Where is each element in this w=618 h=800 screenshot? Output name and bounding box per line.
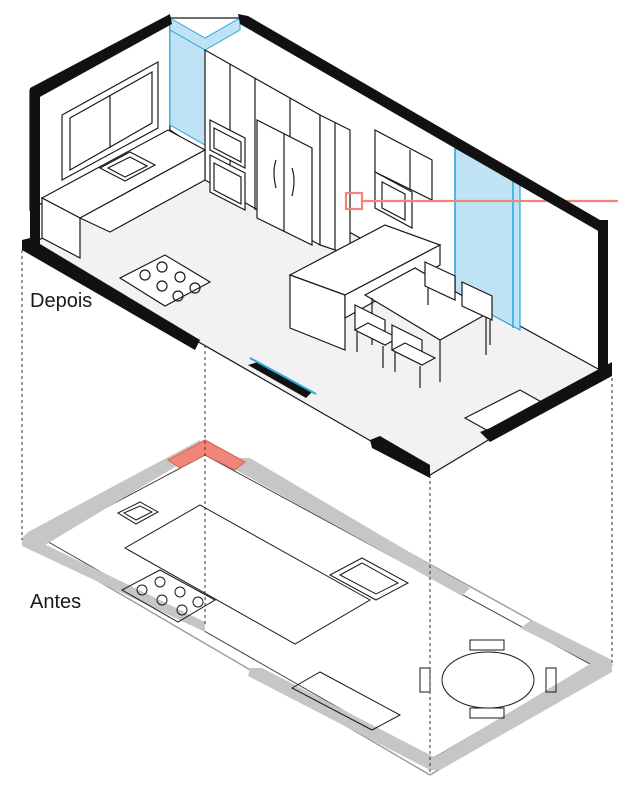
old-wall-right: [430, 658, 612, 770]
projection-lines: [21, 250, 613, 775]
old-chair-icon: [545, 667, 557, 693]
after-chair-icon: [461, 281, 493, 345]
before-old-walls: [22, 440, 612, 770]
after-label: Depois: [30, 290, 93, 312]
old-wall-front-right: [248, 668, 440, 770]
old-wall-corner-left: [155, 460, 168, 472]
after-door-sill: [249, 357, 317, 395]
wall-right-bottom: [480, 362, 612, 442]
after-cooktop-icon: [118, 254, 212, 307]
after-glass-panels: [169, 17, 521, 332]
glass-corner-column: [169, 29, 206, 146]
old-front-counter: [290, 671, 402, 731]
wall-left-vertical: [30, 88, 40, 250]
after-chair-icon: [390, 324, 437, 388]
old-sink-icon: [116, 501, 160, 525]
wall-left-top: [30, 14, 172, 100]
old-cooktop-icon: [120, 569, 217, 623]
old-wall-back-right: [520, 620, 612, 668]
old-counter: [123, 504, 372, 645]
removed-wall-highlight: [167, 439, 246, 471]
after-window-left: [61, 60, 159, 182]
before-label: Antes: [30, 591, 82, 613]
wall-back-top: [238, 14, 600, 232]
old-wall-back: [236, 458, 470, 596]
wall-right-vertical: [598, 220, 608, 375]
old-oven-icon: [328, 557, 410, 601]
after-walls: [22, 14, 612, 478]
after-left-counter: [40, 129, 207, 259]
wall-front-left: [22, 238, 200, 350]
after-tall-cabinets: [204, 48, 351, 256]
after-chair-icon: [424, 261, 456, 305]
old-wall-front-left: [22, 540, 205, 632]
wall-front-mid: [248, 362, 312, 398]
after-dining-set: [353, 261, 493, 388]
before-furniture: [116, 501, 557, 731]
wall-front-right: [370, 436, 430, 478]
old-chair-icon: [469, 707, 505, 719]
old-wall-left: [22, 440, 200, 548]
old-chair-icon: [469, 639, 505, 651]
